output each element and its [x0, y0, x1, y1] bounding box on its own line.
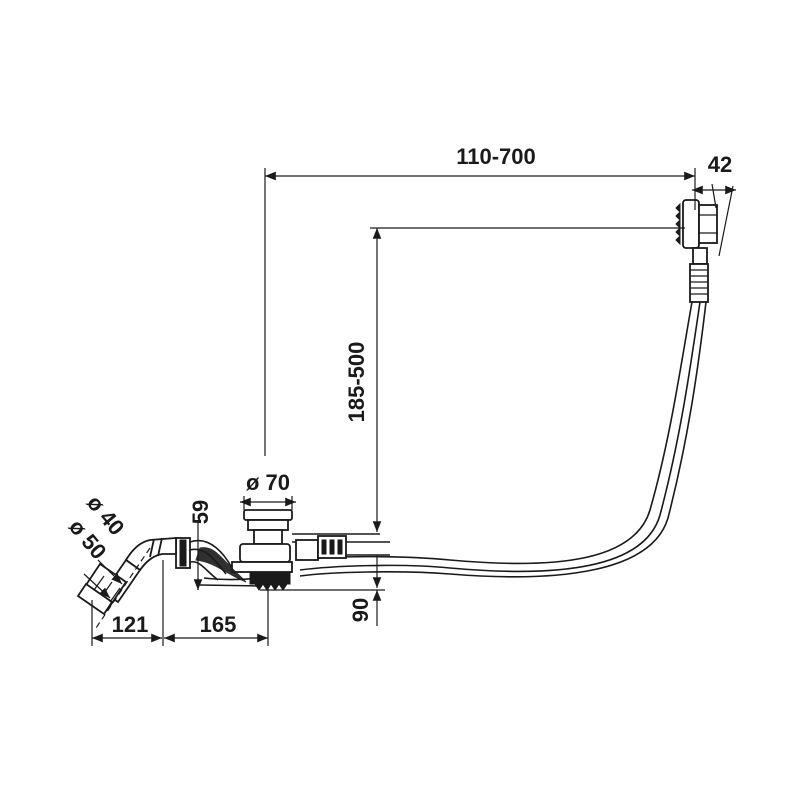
drain-tube [292, 533, 390, 561]
overflow-hose [299, 301, 707, 578]
overflow-depth-label: 42 [708, 152, 732, 177]
drain-diameter-label: ø 70 [246, 470, 290, 495]
dimension-lines [83, 168, 736, 646]
drain-height-label: 59 [188, 500, 213, 524]
overflow-reach-label: 110-700 [456, 144, 536, 169]
drain-plug [231, 509, 293, 591]
overflow-head [675, 199, 718, 303]
trap-length-label: 165 [200, 612, 237, 637]
trap-pipe [175, 537, 263, 587]
outlet-length-label: 121 [112, 612, 149, 637]
overflow-height-label: 185-500 [344, 342, 369, 423]
base-height-label: 90 [348, 598, 373, 622]
elbow-outlet [76, 537, 177, 629]
